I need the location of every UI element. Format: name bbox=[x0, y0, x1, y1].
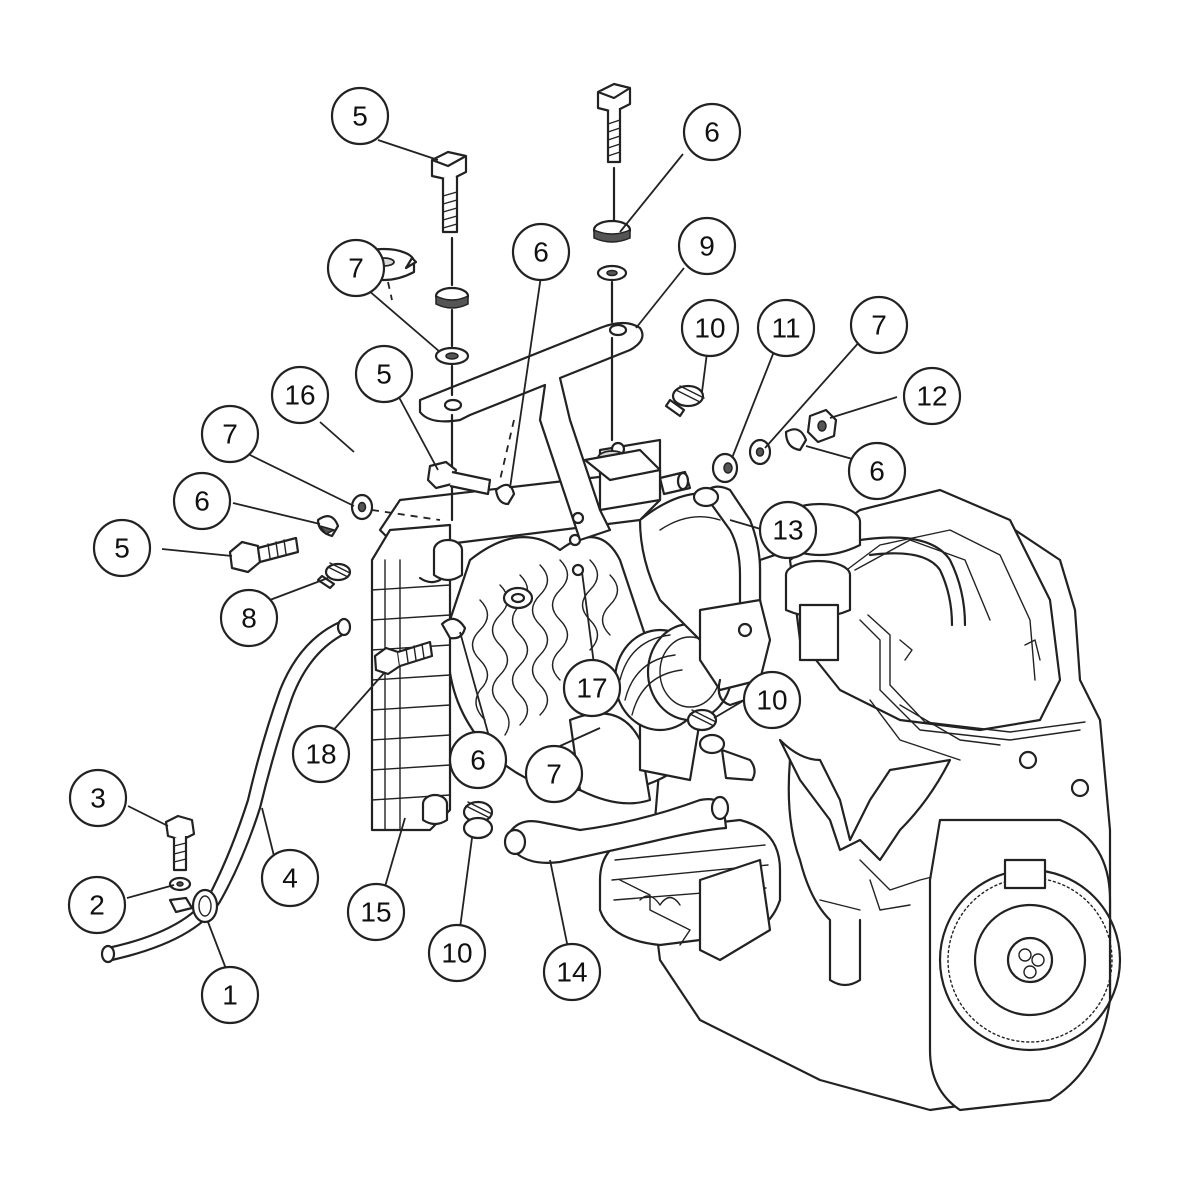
callout-10: 10 bbox=[742, 670, 802, 730]
callout-6: 6 bbox=[172, 471, 232, 531]
callout-7: 7 bbox=[326, 238, 386, 298]
svg-text:14: 14 bbox=[556, 957, 587, 988]
callout-11: 11 bbox=[756, 298, 816, 358]
drain-plug-18 bbox=[373, 640, 434, 676]
hose-clip bbox=[191, 888, 219, 924]
svg-text:9: 9 bbox=[699, 231, 715, 262]
bolt-3 bbox=[164, 814, 196, 872]
callout-10: 10 bbox=[680, 298, 740, 358]
callout-5: 5 bbox=[354, 344, 414, 404]
svg-text:5: 5 bbox=[352, 101, 368, 132]
callout-3: 3 bbox=[68, 768, 128, 828]
callout-6: 6 bbox=[511, 222, 571, 282]
svg-text:5: 5 bbox=[376, 359, 392, 390]
svg-text:11: 11 bbox=[771, 313, 800, 344]
hose-clamp-top bbox=[664, 384, 705, 418]
callout-7: 7 bbox=[849, 295, 909, 355]
support-bracket bbox=[418, 321, 662, 542]
bolt-left bbox=[228, 536, 300, 574]
callout-14: 14 bbox=[542, 942, 602, 1002]
svg-text:8: 8 bbox=[241, 603, 257, 634]
svg-text:7: 7 bbox=[348, 253, 364, 284]
svg-text:16: 16 bbox=[284, 380, 315, 411]
flat-washer-left bbox=[434, 346, 470, 366]
svg-text:17: 17 bbox=[576, 673, 607, 704]
callout-6: 6 bbox=[682, 102, 742, 162]
svg-text:10: 10 bbox=[756, 685, 787, 716]
overflow-hose bbox=[106, 620, 342, 950]
callout-16: 16 bbox=[270, 365, 330, 425]
svg-text:10: 10 bbox=[694, 313, 725, 344]
svg-text:7: 7 bbox=[546, 759, 562, 790]
hose-clamp-8 bbox=[316, 562, 352, 590]
callout-6: 6 bbox=[448, 730, 508, 790]
callout-8: 8 bbox=[219, 588, 279, 648]
callout-15: 15 bbox=[346, 882, 406, 942]
callout-2: 2 bbox=[67, 875, 127, 935]
svg-text:15: 15 bbox=[360, 897, 391, 928]
spacer-11 bbox=[711, 452, 739, 484]
stud-right bbox=[658, 470, 692, 496]
engine-block bbox=[648, 488, 1122, 1112]
leader-lines bbox=[126, 139, 898, 975]
svg-text:6: 6 bbox=[470, 745, 486, 776]
callout-5: 5 bbox=[330, 86, 390, 146]
callout-4: 4 bbox=[260, 848, 320, 908]
svg-text:10: 10 bbox=[441, 938, 472, 969]
callout-7: 7 bbox=[524, 744, 584, 804]
nut-12 bbox=[806, 408, 838, 444]
fan bbox=[446, 533, 702, 805]
clamp-radiator-side bbox=[440, 617, 467, 640]
callout-18: 18 bbox=[291, 724, 351, 784]
lock-washer-left-2 bbox=[316, 515, 340, 538]
svg-text:6: 6 bbox=[704, 117, 720, 148]
bolt-middle bbox=[426, 460, 492, 496]
svg-text:1: 1 bbox=[222, 980, 238, 1011]
starter-motor bbox=[598, 818, 782, 962]
svg-text:7: 7 bbox=[871, 310, 887, 341]
svg-text:2: 2 bbox=[89, 890, 105, 921]
callout-17: 17 bbox=[562, 658, 622, 718]
callout-13: 13 bbox=[758, 500, 818, 560]
callout-7: 7 bbox=[200, 404, 260, 464]
svg-text:18: 18 bbox=[305, 739, 336, 770]
svg-text:13: 13 bbox=[772, 515, 803, 546]
callout-5: 5 bbox=[92, 518, 152, 578]
lock-washer-right bbox=[592, 219, 632, 243]
svg-text:6: 6 bbox=[194, 486, 210, 517]
callout-12: 12 bbox=[902, 366, 962, 426]
hose-clamp-middle bbox=[686, 708, 726, 755]
callout-6: 6 bbox=[847, 441, 907, 501]
lock-washer-12 bbox=[784, 428, 808, 452]
svg-text:5: 5 bbox=[114, 533, 130, 564]
svg-text:12: 12 bbox=[916, 381, 947, 412]
svg-text:6: 6 bbox=[533, 237, 549, 268]
svg-text:4: 4 bbox=[282, 863, 298, 894]
pulley bbox=[613, 622, 734, 732]
washer-7-right bbox=[748, 438, 772, 466]
hose-clamp-bottom bbox=[462, 800, 494, 840]
svg-text:3: 3 bbox=[90, 783, 106, 814]
svg-text:6: 6 bbox=[869, 456, 885, 487]
callout-9: 9 bbox=[677, 216, 737, 276]
lock-washer-left bbox=[434, 286, 470, 309]
bolt-top-right bbox=[596, 82, 632, 164]
upper-hose bbox=[692, 485, 762, 612]
bolt-top-left bbox=[430, 150, 468, 234]
flat-washer-left-2 bbox=[350, 493, 374, 521]
callout-1: 1 bbox=[200, 965, 260, 1025]
flat-washer-right bbox=[596, 264, 628, 282]
lock-washer-middle bbox=[494, 483, 516, 506]
callout-10: 10 bbox=[427, 923, 487, 983]
washer-2 bbox=[168, 876, 192, 892]
svg-text:7: 7 bbox=[222, 419, 238, 450]
